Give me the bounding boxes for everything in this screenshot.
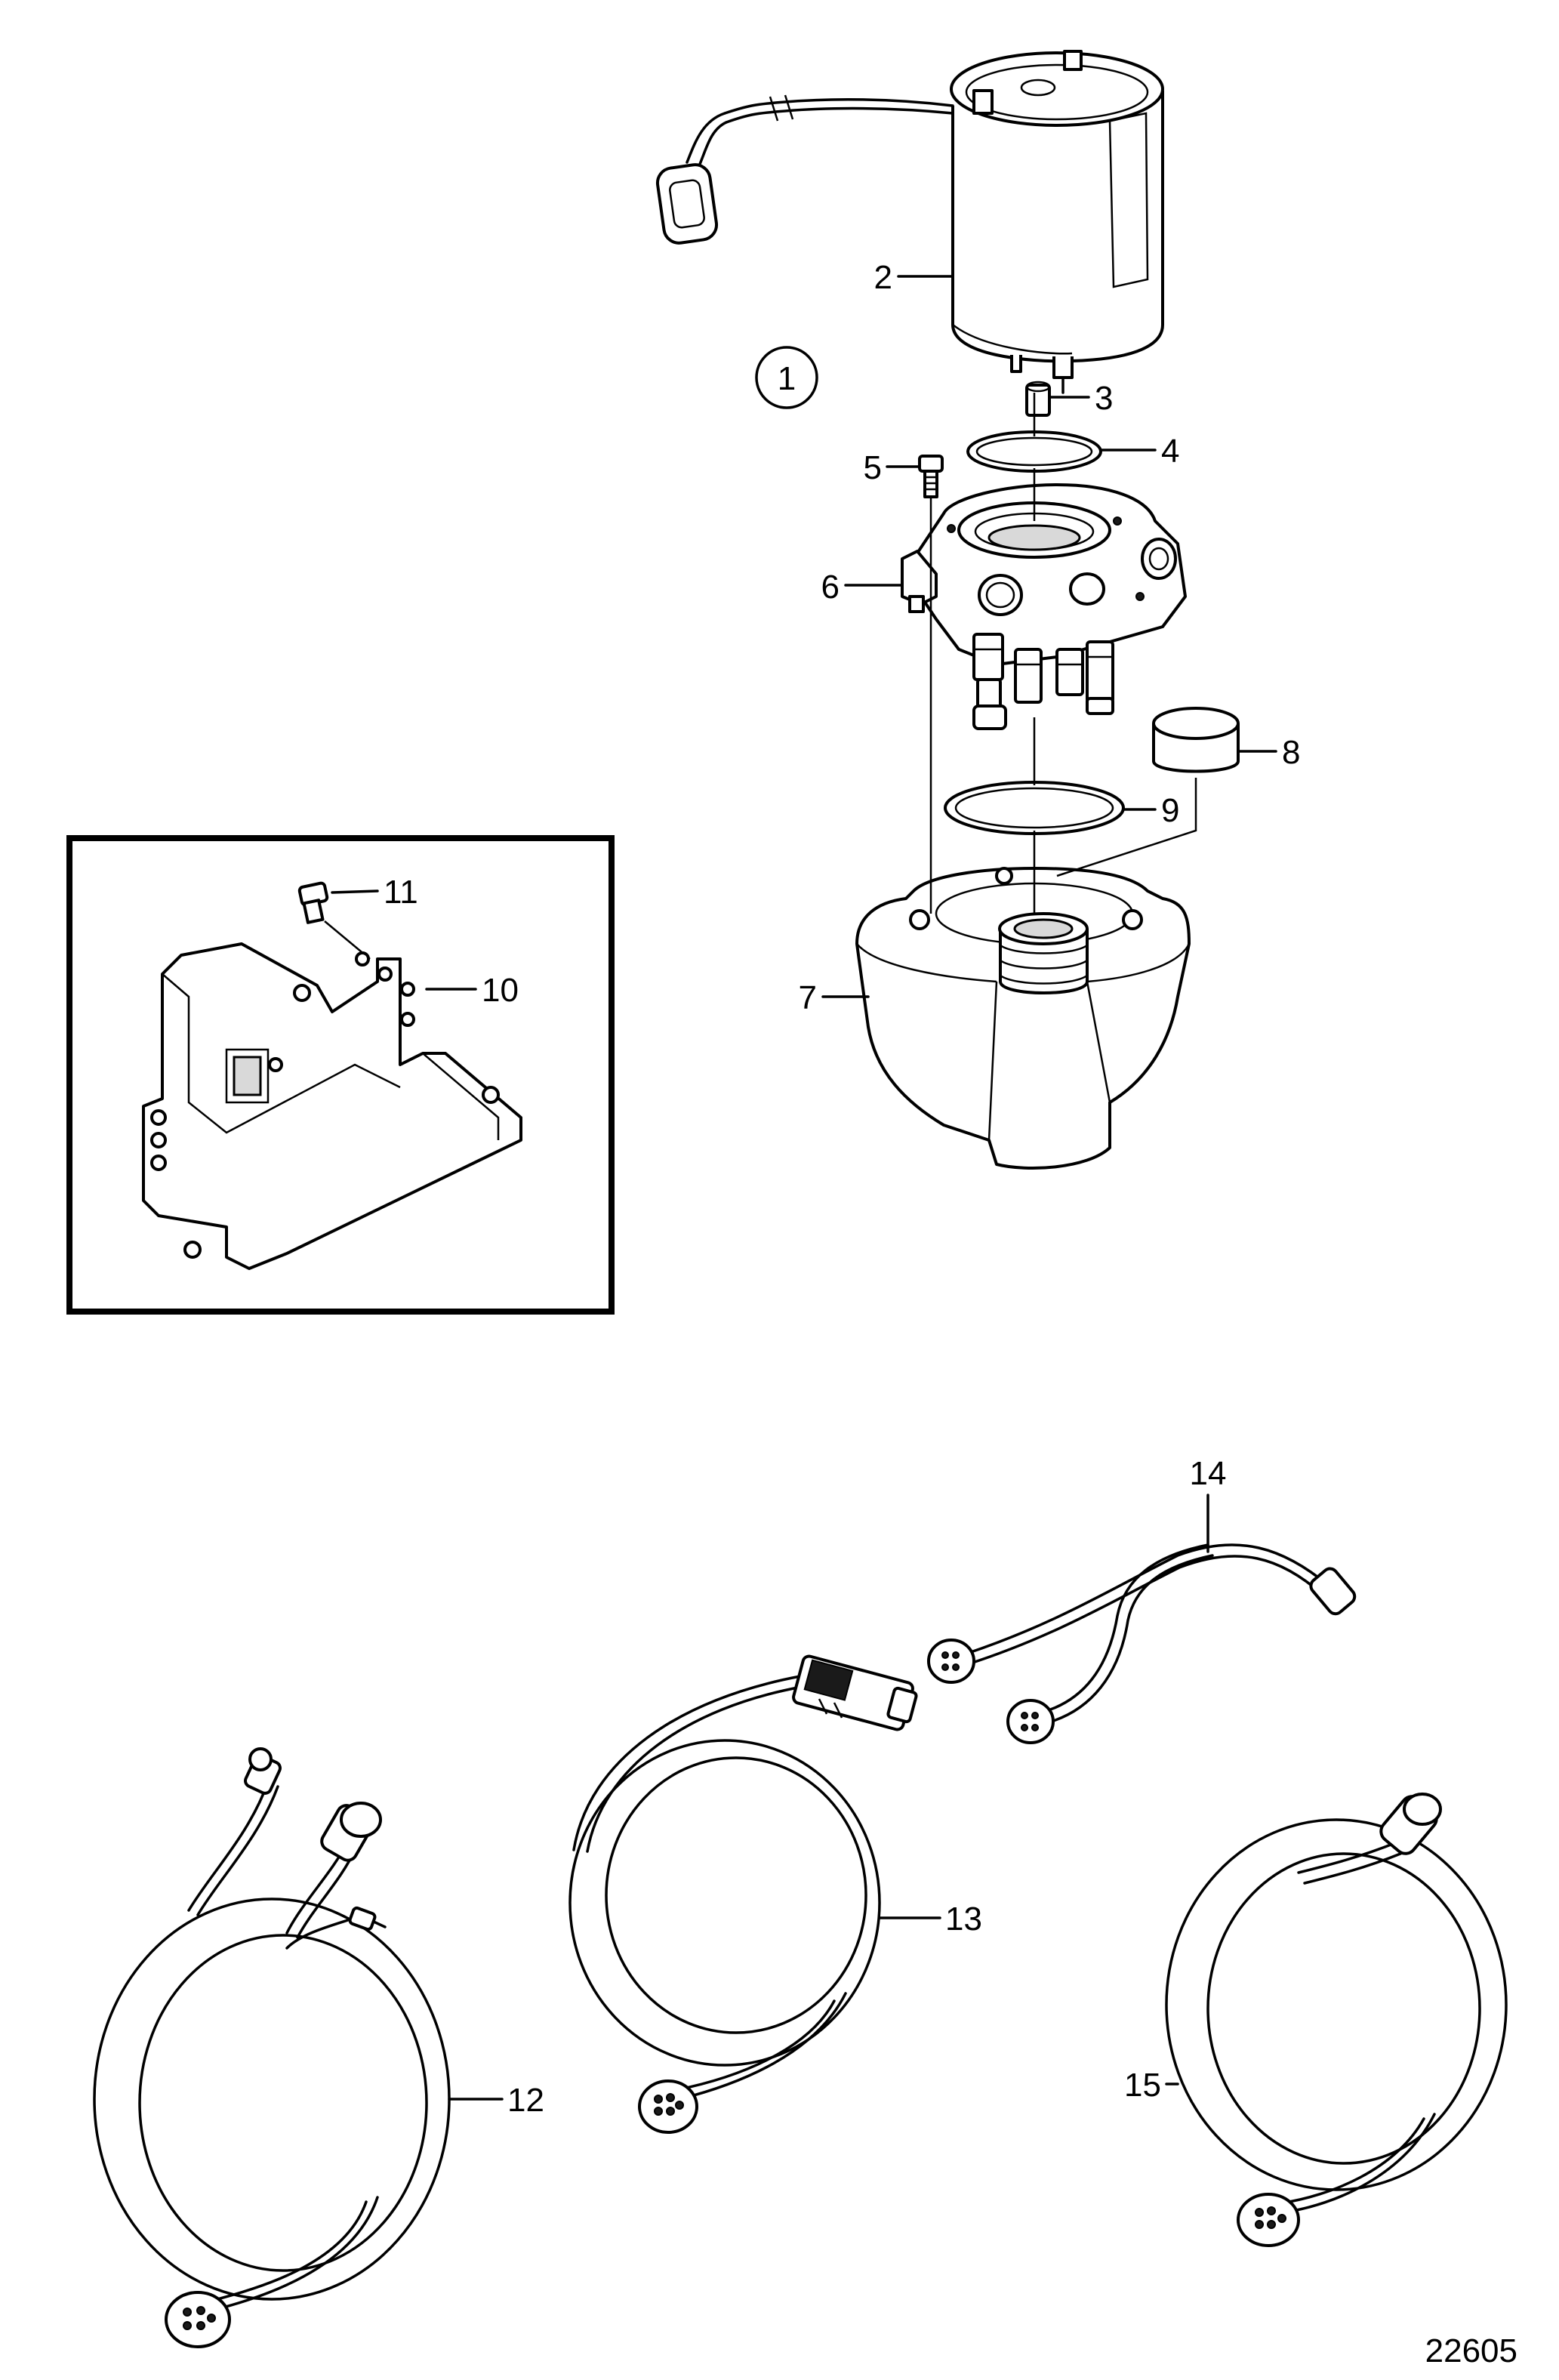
label-2: 2 bbox=[874, 259, 892, 296]
label-6: 6 bbox=[821, 569, 840, 606]
label-14: 14 bbox=[1190, 1455, 1227, 1492]
cap-part-8 bbox=[1152, 707, 1240, 773]
callout-1: 1 bbox=[755, 346, 818, 409]
y-harness-part-14 bbox=[927, 1543, 1357, 1744]
leader-lines bbox=[331, 275, 1277, 2101]
coupling-part-3 bbox=[1025, 381, 1051, 417]
valve-block-part-6 bbox=[901, 483, 1187, 730]
o-ring-part-9 bbox=[944, 781, 1125, 835]
bolt-part-11 bbox=[297, 881, 371, 960]
label-15: 15 bbox=[1124, 2067, 1161, 2104]
label-10: 10 bbox=[482, 972, 519, 1009]
harness-part-12 bbox=[93, 1747, 451, 2348]
callout-1-text: 1 bbox=[778, 360, 796, 397]
label-7: 7 bbox=[799, 979, 817, 1016]
label-4: 4 bbox=[1161, 433, 1179, 470]
label-5: 5 bbox=[864, 449, 882, 486]
harness-part-13 bbox=[568, 1654, 918, 2134]
o-ring-part-4 bbox=[966, 430, 1102, 473]
assembly-lines bbox=[929, 393, 1197, 914]
motor-part-2 bbox=[655, 50, 1164, 394]
label-8: 8 bbox=[1282, 734, 1300, 771]
label-11: 11 bbox=[384, 874, 418, 911]
label-3: 3 bbox=[1095, 380, 1113, 417]
label-12: 12 bbox=[507, 2082, 544, 2119]
label-9: 9 bbox=[1161, 792, 1179, 829]
screw-part-5 bbox=[918, 455, 944, 498]
bracket-part-10 bbox=[142, 942, 522, 1270]
inset-bracket-box bbox=[66, 835, 615, 1315]
reservoir-part-7 bbox=[855, 867, 1191, 1170]
label-13: 13 bbox=[945, 1901, 982, 1938]
harness-part-15 bbox=[1165, 1793, 1508, 2247]
drawing-number: 22605 bbox=[1425, 2332, 1517, 2369]
part-labels: 2 3 4 5 6 7 8 9 10 11 12 13 14 15 bbox=[384, 259, 1300, 2119]
